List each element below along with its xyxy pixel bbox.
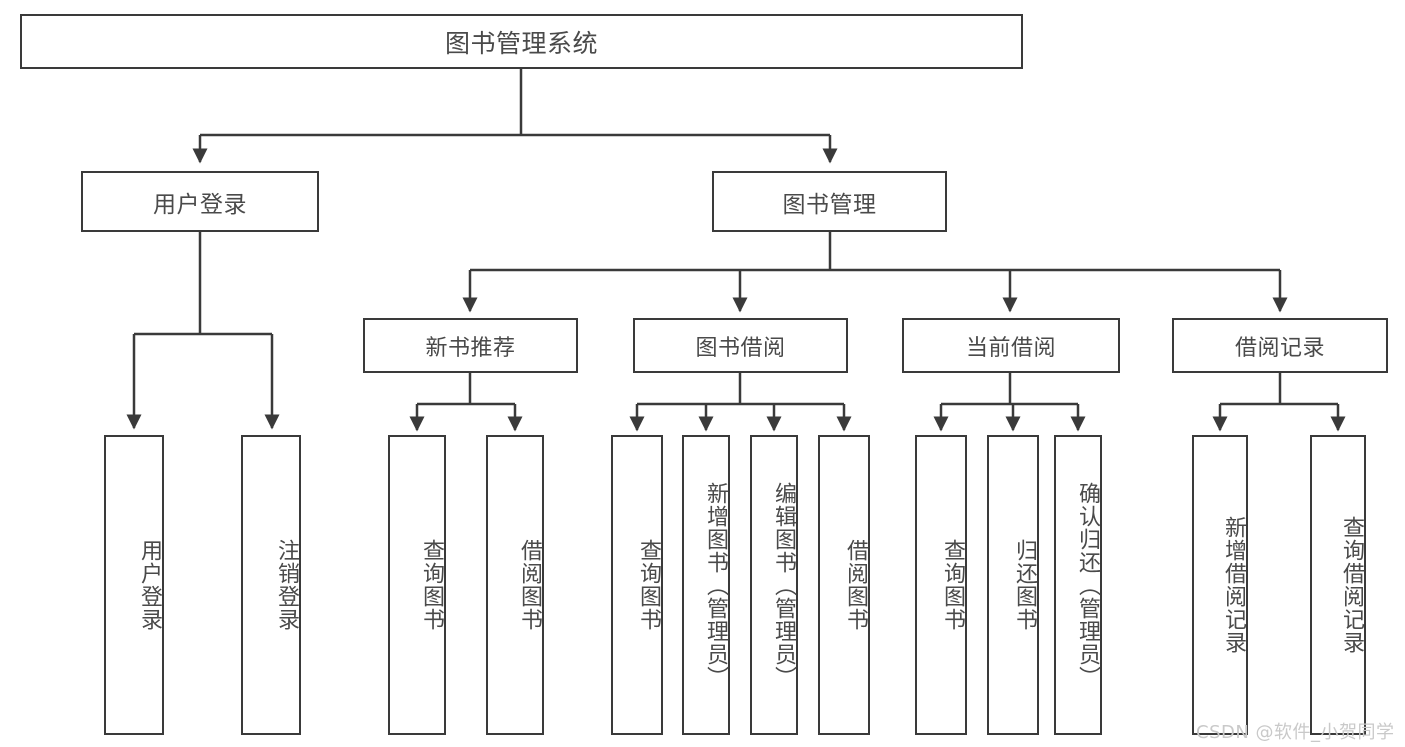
leaf-edit-book-admin[interactable]: 编辑图书（管理员） [750, 435, 798, 735]
leaf-return-book[interactable]: 归还图书 [987, 435, 1039, 735]
leaf-add-borrow-record[interactable]: 新增借阅记录 [1192, 435, 1248, 735]
node-user-login[interactable]: 用户登录 [81, 171, 319, 232]
leaf-query-book-borrow[interactable]: 查询图书 [611, 435, 663, 735]
leaf-query-borrow-record[interactable]: 查询借阅记录 [1310, 435, 1366, 735]
leaf-borrow-book[interactable]: 借阅图书 [818, 435, 870, 735]
leaf-confirm-return-admin[interactable]: 确认归还（管理员） [1054, 435, 1102, 735]
watermark-text: CSDN @软件_小贺同学 [1196, 722, 1395, 743]
leaf-logout-login[interactable]: 注销登录 [241, 435, 301, 735]
leaf-borrow-book-recommend[interactable]: 借阅图书 [486, 435, 544, 735]
node-current-borrow[interactable]: 当前借阅 [902, 318, 1120, 373]
node-borrow-record[interactable]: 借阅记录 [1172, 318, 1388, 373]
node-book-management[interactable]: 图书管理 [712, 171, 947, 232]
leaf-user-login[interactable]: 用户登录 [104, 435, 164, 735]
leaf-add-book-admin[interactable]: 新增图书（管理员） [682, 435, 730, 735]
node-root-system[interactable]: 图书管理系统 [20, 14, 1023, 69]
leaf-query-book-recommend[interactable]: 查询图书 [388, 435, 446, 735]
node-new-book-recommend[interactable]: 新书推荐 [363, 318, 578, 373]
leaf-query-book-current[interactable]: 查询图书 [915, 435, 967, 735]
node-book-borrow[interactable]: 图书借阅 [633, 318, 848, 373]
